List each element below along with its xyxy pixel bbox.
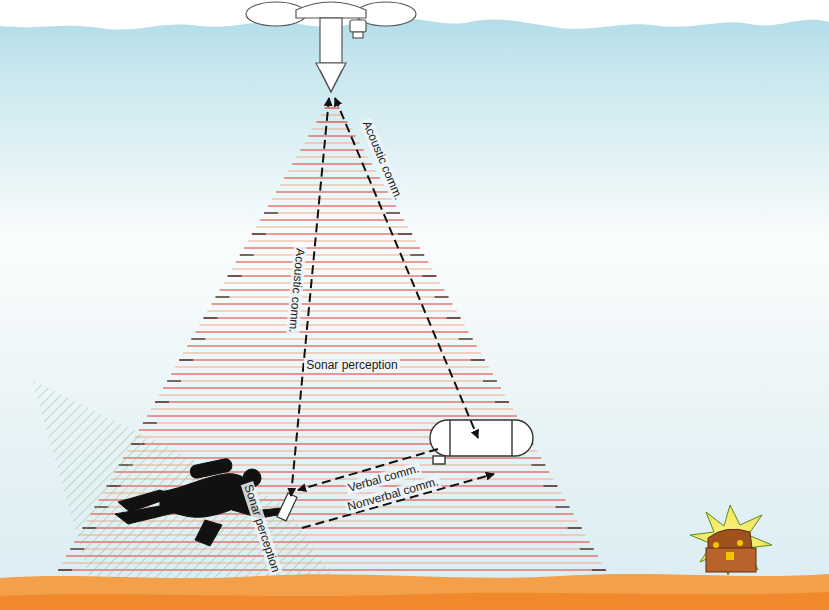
sonar-stripe <box>260 219 404 220</box>
sonar-stripe-end <box>386 212 400 213</box>
sonar-stripe <box>284 177 380 178</box>
sonar-stripe <box>228 275 437 276</box>
sonar-stripe <box>244 247 420 248</box>
sonar-stripe <box>187 345 476 346</box>
sonar-stripe <box>220 289 445 290</box>
sonar-stripe <box>264 212 400 213</box>
sonar-stripe-end <box>434 296 448 297</box>
sonar-stripe <box>308 135 355 136</box>
sonar-stripe-end <box>179 359 193 360</box>
sonar-stripe <box>195 331 468 332</box>
sonar-stripe-end <box>459 338 473 339</box>
sonar-stripe-end <box>483 380 497 381</box>
sonar-stripe-end <box>228 275 242 276</box>
sonar-stripe <box>300 149 363 150</box>
nonverbal-link <box>302 474 494 528</box>
sonar-stripe-end <box>58 569 72 570</box>
sonar-stripe-end <box>422 275 436 276</box>
sonar-stripe <box>183 352 480 353</box>
sonar-stripe <box>203 317 460 318</box>
surface-vessel <box>246 2 416 92</box>
sonar-stripe <box>325 107 340 108</box>
sonar-stripe-end <box>167 380 181 381</box>
sonar-stripe <box>151 408 513 409</box>
sonar-stripe-end <box>155 401 169 402</box>
sonar-stripe <box>236 261 429 262</box>
sonar-stripe-end <box>568 527 582 528</box>
handheld-sonar <box>277 493 297 521</box>
sonar-stripe <box>296 156 367 157</box>
sonar-stripe-end <box>264 212 278 213</box>
sonar-stripe-end <box>471 359 485 360</box>
sonar-stripe-end <box>203 317 217 318</box>
sonar-stripe-end <box>543 485 557 486</box>
seafloor <box>0 574 829 610</box>
sonar-stripe <box>292 163 372 164</box>
sonar-stripe-end <box>592 569 606 570</box>
auv-robot <box>430 420 533 464</box>
sonar-stripe <box>212 303 453 304</box>
sonar-stripe-end <box>143 422 157 423</box>
region-label: Sonar perception <box>304 359 399 372</box>
sonar-stripe <box>240 254 424 255</box>
sonar-stripe-end <box>495 401 509 402</box>
sonar-stripe-end <box>191 338 205 339</box>
sonar-stripe <box>224 282 441 283</box>
sonar-stripe <box>232 268 433 269</box>
treasure-chest <box>690 505 772 575</box>
sonar-stripe <box>155 401 509 402</box>
sonar-stripe <box>268 205 396 206</box>
sonar-stripe <box>288 170 376 171</box>
sonar-stripe-end <box>556 506 570 507</box>
sonar-stripe <box>147 415 517 416</box>
sonar-stripe <box>167 380 497 381</box>
sonar-stripe <box>316 121 347 122</box>
sonar-stripe <box>207 310 456 311</box>
sonar-stripe <box>159 394 505 395</box>
sonar-stripe-end <box>240 254 254 255</box>
sonar-stripe <box>216 296 449 297</box>
sonar-stripe-end <box>252 233 266 234</box>
acoustic-link-auv <box>335 98 478 438</box>
sonar-stripe <box>191 338 472 339</box>
sonar-stripe <box>320 114 343 115</box>
sonar-stripe <box>199 324 464 325</box>
sonar-stripe-end <box>531 464 545 465</box>
sonar-stripe <box>163 387 501 388</box>
sonar-stripe <box>280 184 384 185</box>
sonar-stripe-end <box>410 254 424 255</box>
sonar-stripe <box>312 128 351 129</box>
sonar-stripe-end <box>447 317 461 318</box>
sky <box>0 0 829 30</box>
sonar-stripe <box>276 191 388 192</box>
sonar-stripe <box>171 373 493 374</box>
sonar-stripe-end <box>216 296 230 297</box>
sonar-stripe-end <box>580 548 594 549</box>
sonar-stripe <box>272 198 392 199</box>
sonar-stripe <box>304 142 359 143</box>
seafloor-deep <box>0 592 829 610</box>
sonar-stripe <box>256 226 408 227</box>
sonar-cone <box>58 108 606 570</box>
sonar-stripe-end <box>398 233 412 234</box>
sonar-stripe <box>252 233 412 234</box>
sonar-stripe <box>248 240 416 241</box>
